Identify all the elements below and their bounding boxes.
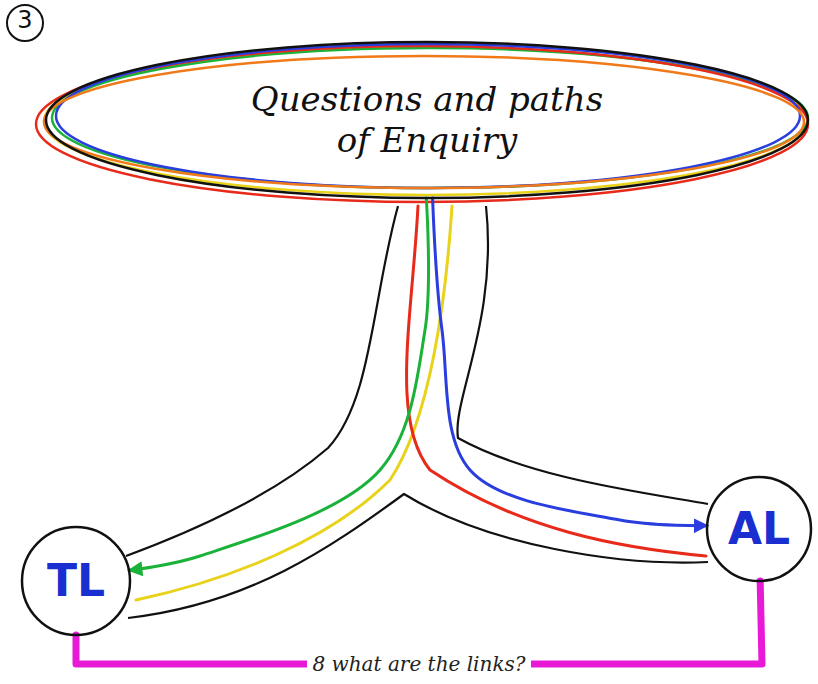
band-edge xyxy=(126,206,398,556)
question-ellipse: Questions and paths of Enquiry xyxy=(44,40,810,200)
connector xyxy=(433,198,708,526)
connector xyxy=(129,198,429,570)
scribble-ellipse xyxy=(56,44,800,188)
band-edge xyxy=(457,206,708,504)
node-text: AL xyxy=(728,503,790,556)
callout-number: 3 xyxy=(6,4,44,42)
node-shape xyxy=(22,527,130,635)
scribble-ellipse xyxy=(36,46,808,202)
node-shape xyxy=(707,477,811,581)
scribble-ellipse xyxy=(44,56,804,188)
node-text: TL xyxy=(47,555,105,608)
scribbled-ellipses xyxy=(36,44,808,202)
topic-circle: AL xyxy=(705,475,813,583)
band-edge xyxy=(128,494,708,618)
connector-label: 8 what are the links? xyxy=(307,651,532,677)
band-outline xyxy=(126,206,708,618)
node-shape xyxy=(46,42,808,198)
extra-paths xyxy=(136,206,706,600)
node-text: Questions and paths of Enquiry xyxy=(237,79,617,161)
enquiry-path xyxy=(407,206,706,556)
enquiry-path xyxy=(136,206,452,600)
topic-circle: TL xyxy=(20,525,132,637)
